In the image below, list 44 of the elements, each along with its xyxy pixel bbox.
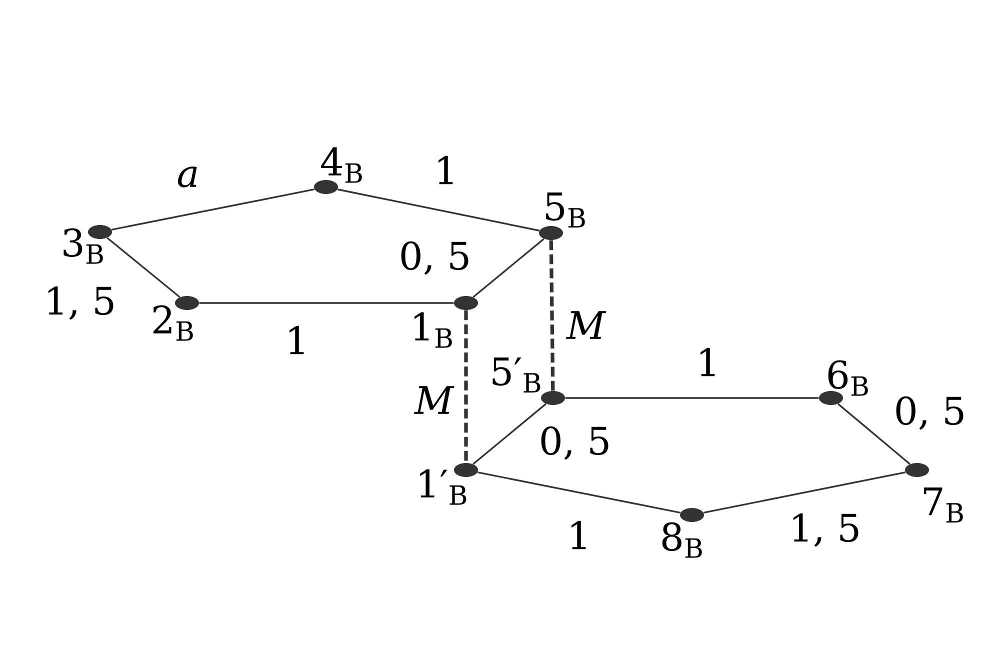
vertex-label: 7$_{B}$ [924,488,963,522]
vertex-label: 1′$_{B}$ [420,469,466,505]
edge-label: 1, 5 [793,513,858,547]
vertex-label: 5$_{B}$ [546,192,585,228]
edge-label: 1, 5 [48,286,114,320]
dot [541,391,565,405]
vertex-label: 6$_{B}$ [828,360,868,396]
dot [819,391,843,405]
dot [454,296,478,310]
dot [539,226,563,240]
edge-line [199,302,454,304]
edge-line [106,237,180,298]
vertex-label: 3$_{B}$ [64,228,103,264]
edge-label: M [414,386,454,414]
dot [175,296,199,310]
vertex-label: 2$_{B}$ [153,305,193,341]
vertex-label: 1$_{B}$ [414,312,452,348]
edge-label: 1 [438,156,453,184]
edge-line [111,188,315,231]
edge-label: 1 [290,326,304,354]
edge-line [549,240,555,391]
edge-line [472,403,546,465]
dot [905,463,929,477]
vertex-label: 5′$_{B}$ [492,358,540,392]
edge-label: 1 [700,348,715,376]
dot [88,225,112,239]
edge-label: 0, 5 [896,396,964,430]
dot [314,180,338,194]
edge-line [472,238,544,298]
edge-label: a [178,166,197,188]
edge-line [337,188,540,232]
edge-line [464,310,468,463]
vertex-label: 4$_{B}$ [320,147,362,183]
dot [680,508,704,522]
edge-label: 1 [572,520,586,550]
edge-line [838,403,910,465]
edge-line [703,472,906,514]
edge-line [477,472,681,514]
dot [454,463,478,477]
edge-label: M [566,311,606,339]
edge-line [565,397,819,399]
edge-label: 0, 5 [401,241,468,275]
edge-label: 0, 5 [541,426,608,460]
vertex-label: 8$_{B}$ [662,522,702,558]
